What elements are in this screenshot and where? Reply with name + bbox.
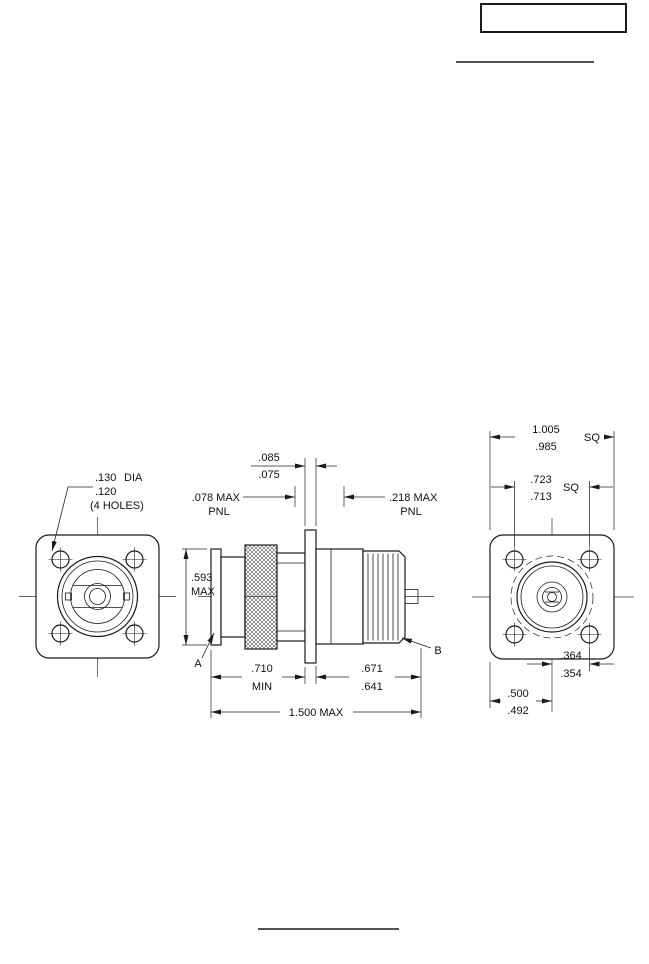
overall-length-value: 1.500 MAX: [289, 707, 344, 719]
mounting-hole: [502, 622, 527, 647]
rear-contact-terminal: [405, 589, 419, 604]
side-view: .085 .075 .078 MAX PNL .218 MAX PNL .593…: [182, 452, 442, 719]
rear-view: 1.005 .985 SQ .723 .713 SQ .364 .354: [472, 424, 634, 717]
panel-mount-flange: [304, 529, 317, 664]
dim-front-length: .710 MIN: [210, 650, 306, 718]
mounting-hole: [122, 547, 147, 572]
callout-b: B: [401, 637, 442, 657]
dim-hole-offset: .364 .354: [527, 647, 614, 680]
hole-spacing-unit: SQ: [563, 482, 579, 494]
dim-flange-thickness: .085 .075: [251, 452, 337, 526]
page-frame: [258, 3, 627, 930]
rear-panel-pnl: PNL: [400, 506, 421, 518]
front-length-value: .710: [251, 663, 272, 675]
dim-edge-offset: .500 .492: [489, 662, 552, 717]
front-panel-pnl: PNL: [208, 506, 229, 518]
body-height-max: MAX: [191, 586, 216, 598]
dim-flange-square: 1.005 .985 SQ: [489, 424, 615, 530]
front-panel-max: .078 MAX: [192, 492, 241, 504]
bolt-circle-dashed: [510, 555, 594, 639]
hole-count-note: (4 HOLES): [90, 500, 144, 512]
callout-a-label: A: [194, 658, 202, 670]
body-height-value: .593: [191, 572, 212, 584]
edge-offset-min: .492: [507, 705, 528, 717]
dim-rear-panel: .218 MAX PNL: [343, 486, 438, 518]
flange-thickness-min: .075: [258, 469, 279, 481]
bayonet-pin-left: [65, 592, 72, 601]
mid-body: [276, 552, 306, 642]
front-body: [220, 556, 246, 638]
hole-offset-max: .364: [560, 650, 581, 662]
thread-lines: [367, 553, 399, 641]
title-box: [480, 3, 627, 33]
rear-mounting-holes: [502, 547, 602, 647]
hole-dia-min: .120: [95, 486, 116, 498]
hole-offset-min: .354: [560, 668, 581, 680]
rear-length-max: .671: [361, 663, 382, 675]
mounting-hole: [577, 547, 602, 572]
rear-connector-face: [510, 555, 594, 639]
dim-rear-length: .671 .641: [315, 648, 422, 718]
mounting-hole: [122, 621, 147, 646]
front-hole-note: .130 DIA .120 (4 HOLES): [51, 472, 144, 552]
hole-dia-unit: DIA: [124, 472, 143, 484]
front-mounting-holes: [48, 547, 147, 646]
hole-note-leader: [51, 486, 93, 552]
mounting-hole: [502, 547, 527, 572]
flange-thickness-max: .085: [258, 452, 279, 464]
flange-square-min: .985: [535, 441, 556, 453]
threaded-section: [362, 550, 406, 644]
mounting-hole: [48, 621, 73, 646]
front-length-min: MIN: [252, 681, 272, 693]
hole-spacing-max: .723: [530, 474, 551, 486]
mounting-hole: [577, 622, 602, 647]
dim-hole-spacing: .723 .713 SQ: [491, 474, 613, 547]
rear-length-min: .641: [361, 681, 382, 693]
front-view: .130 DIA .120 (4 HOLES): [19, 472, 176, 677]
flange-square-unit: SQ: [584, 432, 600, 444]
dim-overall-length: 1.500 MAX: [211, 707, 421, 719]
callout-a: A: [194, 632, 215, 670]
knurled-coupling-ring: [244, 544, 278, 650]
mounting-hole: [48, 547, 73, 572]
front-connector-face: [56, 555, 139, 638]
rear-body: [315, 548, 364, 645]
dim-body-height: .593 MAX: [182, 548, 216, 646]
flange-square-max: 1.005: [532, 424, 560, 436]
dim-front-panel: .078 MAX PNL: [192, 486, 296, 518]
hole-dia-max: .130: [95, 472, 116, 484]
rear-panel-max: .218 MAX: [389, 492, 438, 504]
callout-b-label: B: [434, 645, 441, 657]
bayonet-pin-right: [123, 592, 130, 601]
edge-offset-max: .500: [507, 688, 528, 700]
hole-spacing-min: .713: [530, 491, 551, 503]
